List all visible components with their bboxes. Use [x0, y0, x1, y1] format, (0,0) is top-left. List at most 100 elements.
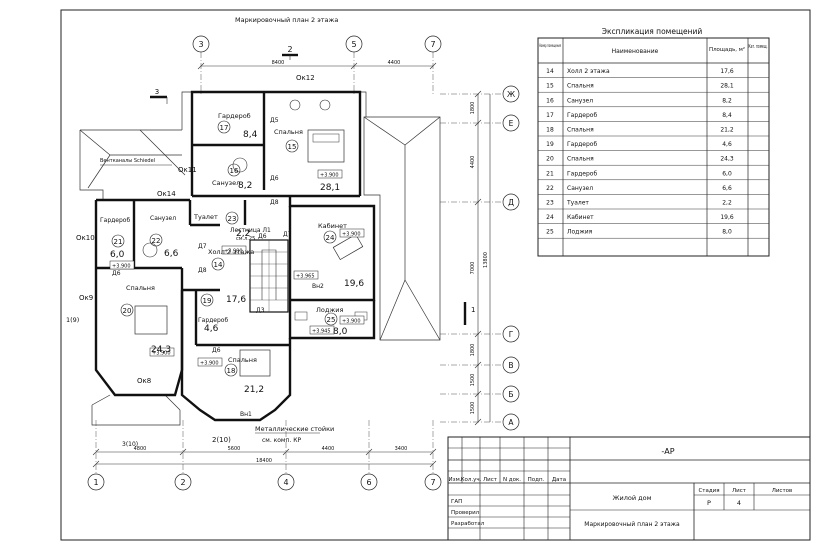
window-labels: Ок12 Ок11 Ок14 Ок10 Ок9 Ок8 Вн1 Вн2 — [76, 74, 324, 418]
schedule-cell-area: 24,3 — [720, 156, 734, 163]
door-label: Д6 — [212, 347, 221, 354]
grid-axes — [95, 52, 502, 475]
stage-value: Р — [707, 499, 711, 507]
roof-lines — [79, 91, 441, 426]
level-mark: +3.900 — [224, 249, 243, 255]
tb-col-head: Кол.уч. — [461, 477, 482, 483]
room-area: 8,0 — [333, 327, 348, 337]
section-mark: 1 — [471, 306, 475, 314]
stage-head: Стадия — [698, 488, 719, 494]
schedule-cell-area: 4,6 — [722, 141, 732, 148]
door-label: Д8 — [270, 199, 279, 206]
schedule-cell-area: 17,6 — [720, 68, 734, 75]
schedule-cell-name: Гардероб — [567, 112, 597, 119]
tb-role: Разработал — [451, 521, 485, 527]
section-marks: 2 3 1 2(10) 3(10) 1(9) — [66, 45, 475, 448]
window-label: Ок9 — [79, 294, 93, 302]
axis-label: 7 — [430, 40, 435, 49]
schedule-cell-name: Туалет — [566, 200, 589, 207]
room-number: 23 — [228, 215, 237, 223]
plan-title: Маркировочный план 2 этажа — [235, 16, 338, 24]
room-area: 8,4 — [243, 130, 258, 140]
window-label: Ок8 — [137, 377, 151, 385]
window-label: Вн2 — [312, 283, 324, 290]
schedule-cell-number: 25 — [546, 229, 554, 236]
schedule-cell-name: Гардероб — [567, 141, 597, 148]
axis-bubbles-top: 3 5 7 — [192, 35, 442, 53]
axis-label: 7 — [430, 478, 435, 487]
axis-label: Г — [509, 330, 514, 339]
room-name: Холл 2 этажа — [208, 248, 254, 256]
axis-label: А — [508, 418, 514, 427]
level-mark: +3.945 — [312, 329, 331, 335]
room-number: 24 — [326, 234, 335, 242]
room-area: 21,2 — [244, 385, 264, 395]
dim-total: 13800 — [483, 252, 489, 268]
room-area: 28,1 — [320, 183, 340, 193]
dim-label: 1500 — [470, 402, 476, 415]
furniture — [134, 99, 368, 377]
dim-label: 1800 — [470, 344, 476, 357]
axis-label: 1 — [93, 478, 98, 487]
axis-label: 3 — [198, 40, 203, 49]
level-mark: +3.900 — [342, 319, 361, 325]
door-label: Д6 — [258, 233, 267, 240]
schedule-header: Наименование — [612, 48, 659, 55]
dim-label: 8400 — [272, 60, 285, 66]
level-mark: +3.900 — [320, 173, 339, 179]
schedule-header: Площадь, м² — [709, 46, 745, 53]
stair-note: Лестница Л1 — [230, 227, 271, 234]
tb-col-head: Изм. — [449, 477, 462, 483]
tb-role: Проверил — [451, 510, 480, 516]
door-label: Д7 — [198, 243, 207, 250]
window-label: Ок10 — [76, 234, 95, 242]
schedule-cell-name: Санузел — [567, 97, 593, 104]
dim-total: 18400 — [256, 458, 272, 464]
room-number: 17 — [220, 124, 229, 132]
room-name: Спальня — [228, 356, 257, 364]
dim-label: 4400 — [388, 60, 401, 66]
room-name: Гардероб — [100, 217, 130, 224]
sheet-frame — [60, 9, 811, 541]
schedule-cell-number: 16 — [546, 97, 554, 104]
schedule-title: Экспликация помещений — [602, 27, 703, 36]
ventilation-note: Вентканалы Schiedel — [100, 158, 155, 164]
title-block: -АР Изм. Кол.уч. Лист N док. Подп. Дата … — [447, 436, 811, 541]
room-name: Спальня — [126, 284, 155, 292]
section-mark: 2 — [287, 45, 292, 54]
room-number: 18 — [227, 367, 236, 375]
room-number: 20 — [123, 307, 132, 315]
level-mark: +3.900 — [200, 361, 219, 367]
tb-col-head: Лист — [483, 477, 498, 483]
section-label: 1(9) — [66, 316, 79, 324]
sheet-head: Лист — [732, 488, 747, 494]
sheet-value: 4 — [737, 499, 741, 507]
schedule-cell-name: Спальня — [567, 156, 594, 163]
room-area: 2,2 — [236, 229, 250, 239]
schedule-cell-area: 2,2 — [722, 200, 732, 207]
schedule-cell-area: 8,4 — [722, 112, 732, 119]
schedule-cell-number: 22 — [546, 185, 554, 192]
project-name: Жилой дом — [612, 494, 651, 502]
schedule-cell-name: Санузел — [567, 185, 593, 192]
dim-label: 1800 — [470, 102, 476, 115]
schedule-cell-number: 20 — [546, 156, 554, 163]
tb-col-head: Дата — [552, 477, 566, 483]
room-area: 17,6 — [226, 295, 246, 305]
room-name: Лоджия — [316, 306, 343, 314]
schedule-cell-number: 14 — [546, 68, 554, 75]
level-marks: +3.900 +3.900 +3.965 +3.945 +3.900 +3.90… — [109, 169, 365, 367]
sheets-head: Листов — [772, 488, 793, 494]
axis-label: 6 — [366, 478, 371, 487]
room-number: 14 — [214, 261, 223, 269]
room-number: 22 — [152, 237, 161, 245]
room-schedule: Экспликация помещений Номер помещения На… — [537, 27, 770, 257]
axis-bubbles-bottom: 1 2 4 6 7 — [87, 473, 442, 491]
stair-ref: см.л.25 — [236, 236, 255, 242]
room-number: 21 — [114, 238, 123, 246]
room-area: 6,0 — [110, 250, 125, 260]
room-area: 4,6 — [204, 324, 219, 334]
metal-posts-note: Металлические стойки — [255, 425, 334, 433]
room-area: 24,3 — [151, 345, 171, 355]
